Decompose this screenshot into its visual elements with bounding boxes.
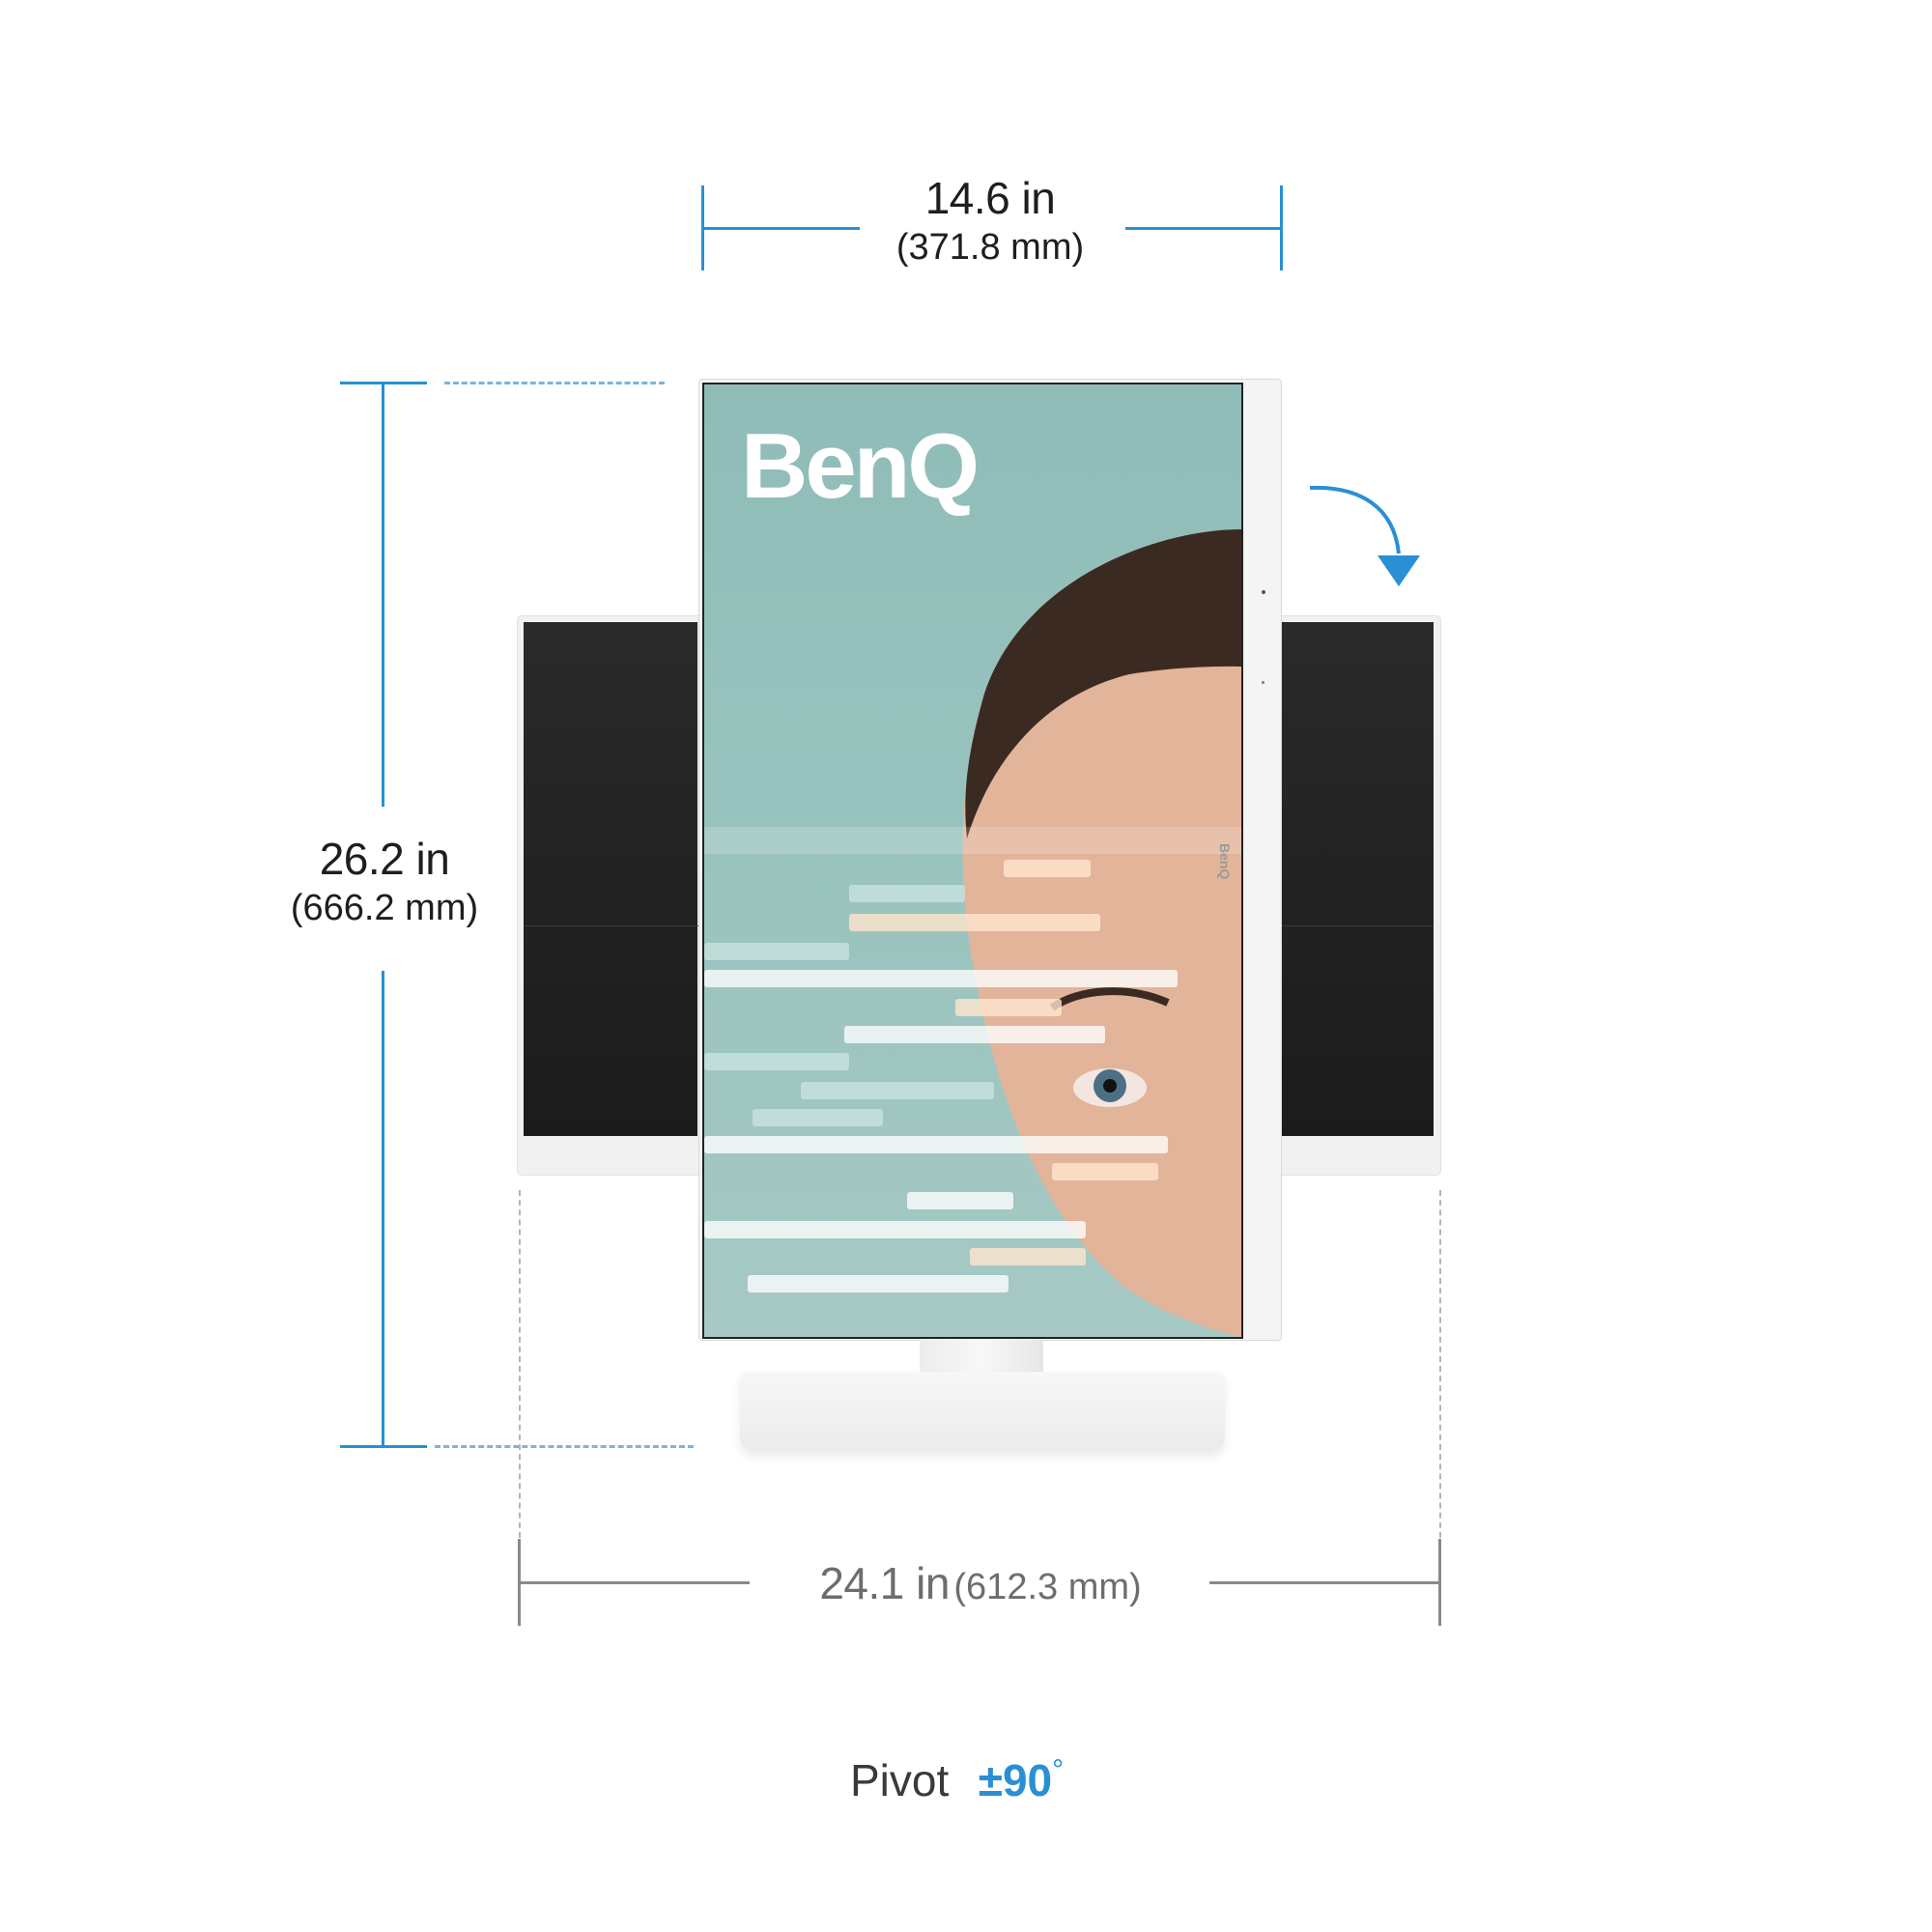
left-dim-bottom-dashed <box>435 1445 694 1448</box>
portrait-screen: BenQ <box>702 383 1243 1339</box>
bottom-dim-left-line <box>518 1581 750 1584</box>
gantt-bar <box>970 1248 1086 1265</box>
gantt-bar <box>907 1192 1013 1209</box>
bottom-dimension-label: 24.1 in (612.3 mm) <box>763 1557 1198 1610</box>
gantt-bar <box>844 1026 1105 1043</box>
top-dim-right-line <box>1125 227 1283 230</box>
left-dim-top-dashed <box>444 382 665 384</box>
bottom-width-imperial: 24.1 in <box>819 1558 950 1608</box>
brand-logo: BenQ <box>741 414 980 518</box>
gantt-bar <box>849 885 965 902</box>
gantt-bar <box>1052 1163 1158 1180</box>
top-dimension-label: 14.6 in (371.8 mm) <box>850 172 1130 270</box>
bottom-dim-right-dashed <box>1439 1190 1441 1538</box>
gantt-bar <box>748 1275 1009 1293</box>
gantt-header <box>704 827 1241 854</box>
left-dim-line-lower <box>382 971 384 1448</box>
pivot-label: Pivot <box>850 1755 950 1805</box>
pivot-label-group: Pivot ±90° <box>850 1754 1275 1806</box>
gantt-bar <box>704 943 849 960</box>
top-dim-left-line <box>701 227 860 230</box>
curved-arrow-icon <box>1309 485 1420 586</box>
bottom-dim-right-line <box>1209 1581 1441 1584</box>
height-metric: (666.2 mm) <box>290 888 479 928</box>
face-image <box>962 529 1241 1337</box>
pivot-value: ±90 <box>978 1755 1053 1805</box>
gantt-bar <box>849 914 1100 931</box>
bezel-logo: BenQ <box>1217 843 1233 880</box>
gantt-bar <box>1004 860 1091 877</box>
bottom-dim-left-dashed <box>519 1190 521 1538</box>
top-width-metric: (371.8 mm) <box>895 227 1085 268</box>
monitor-stand-base <box>740 1372 1225 1451</box>
gantt-bar <box>704 970 1178 987</box>
gantt-bar <box>955 999 1062 1016</box>
gantt-bar <box>704 1053 849 1070</box>
indicator-dot <box>1262 681 1264 684</box>
gantt-bar <box>753 1109 883 1126</box>
portrait-monitor: BenQ BenQ <box>699 380 1281 1340</box>
height-imperial: 26.2 in <box>319 834 450 884</box>
left-dim-line-upper <box>382 382 384 807</box>
landscape-screen-left <box>524 622 697 1136</box>
gantt-bar <box>704 1221 1086 1238</box>
power-button <box>1262 590 1265 594</box>
gantt-bar <box>704 1136 1168 1153</box>
left-dimension-label: 26.2 in (666.2 mm) <box>259 833 510 931</box>
top-width-imperial: 14.6 in <box>924 173 1056 223</box>
bottom-width-metric: (612.3 mm) <box>953 1567 1142 1607</box>
gantt-bar <box>801 1082 994 1099</box>
pivot-degree: ° <box>1052 1754 1065 1786</box>
